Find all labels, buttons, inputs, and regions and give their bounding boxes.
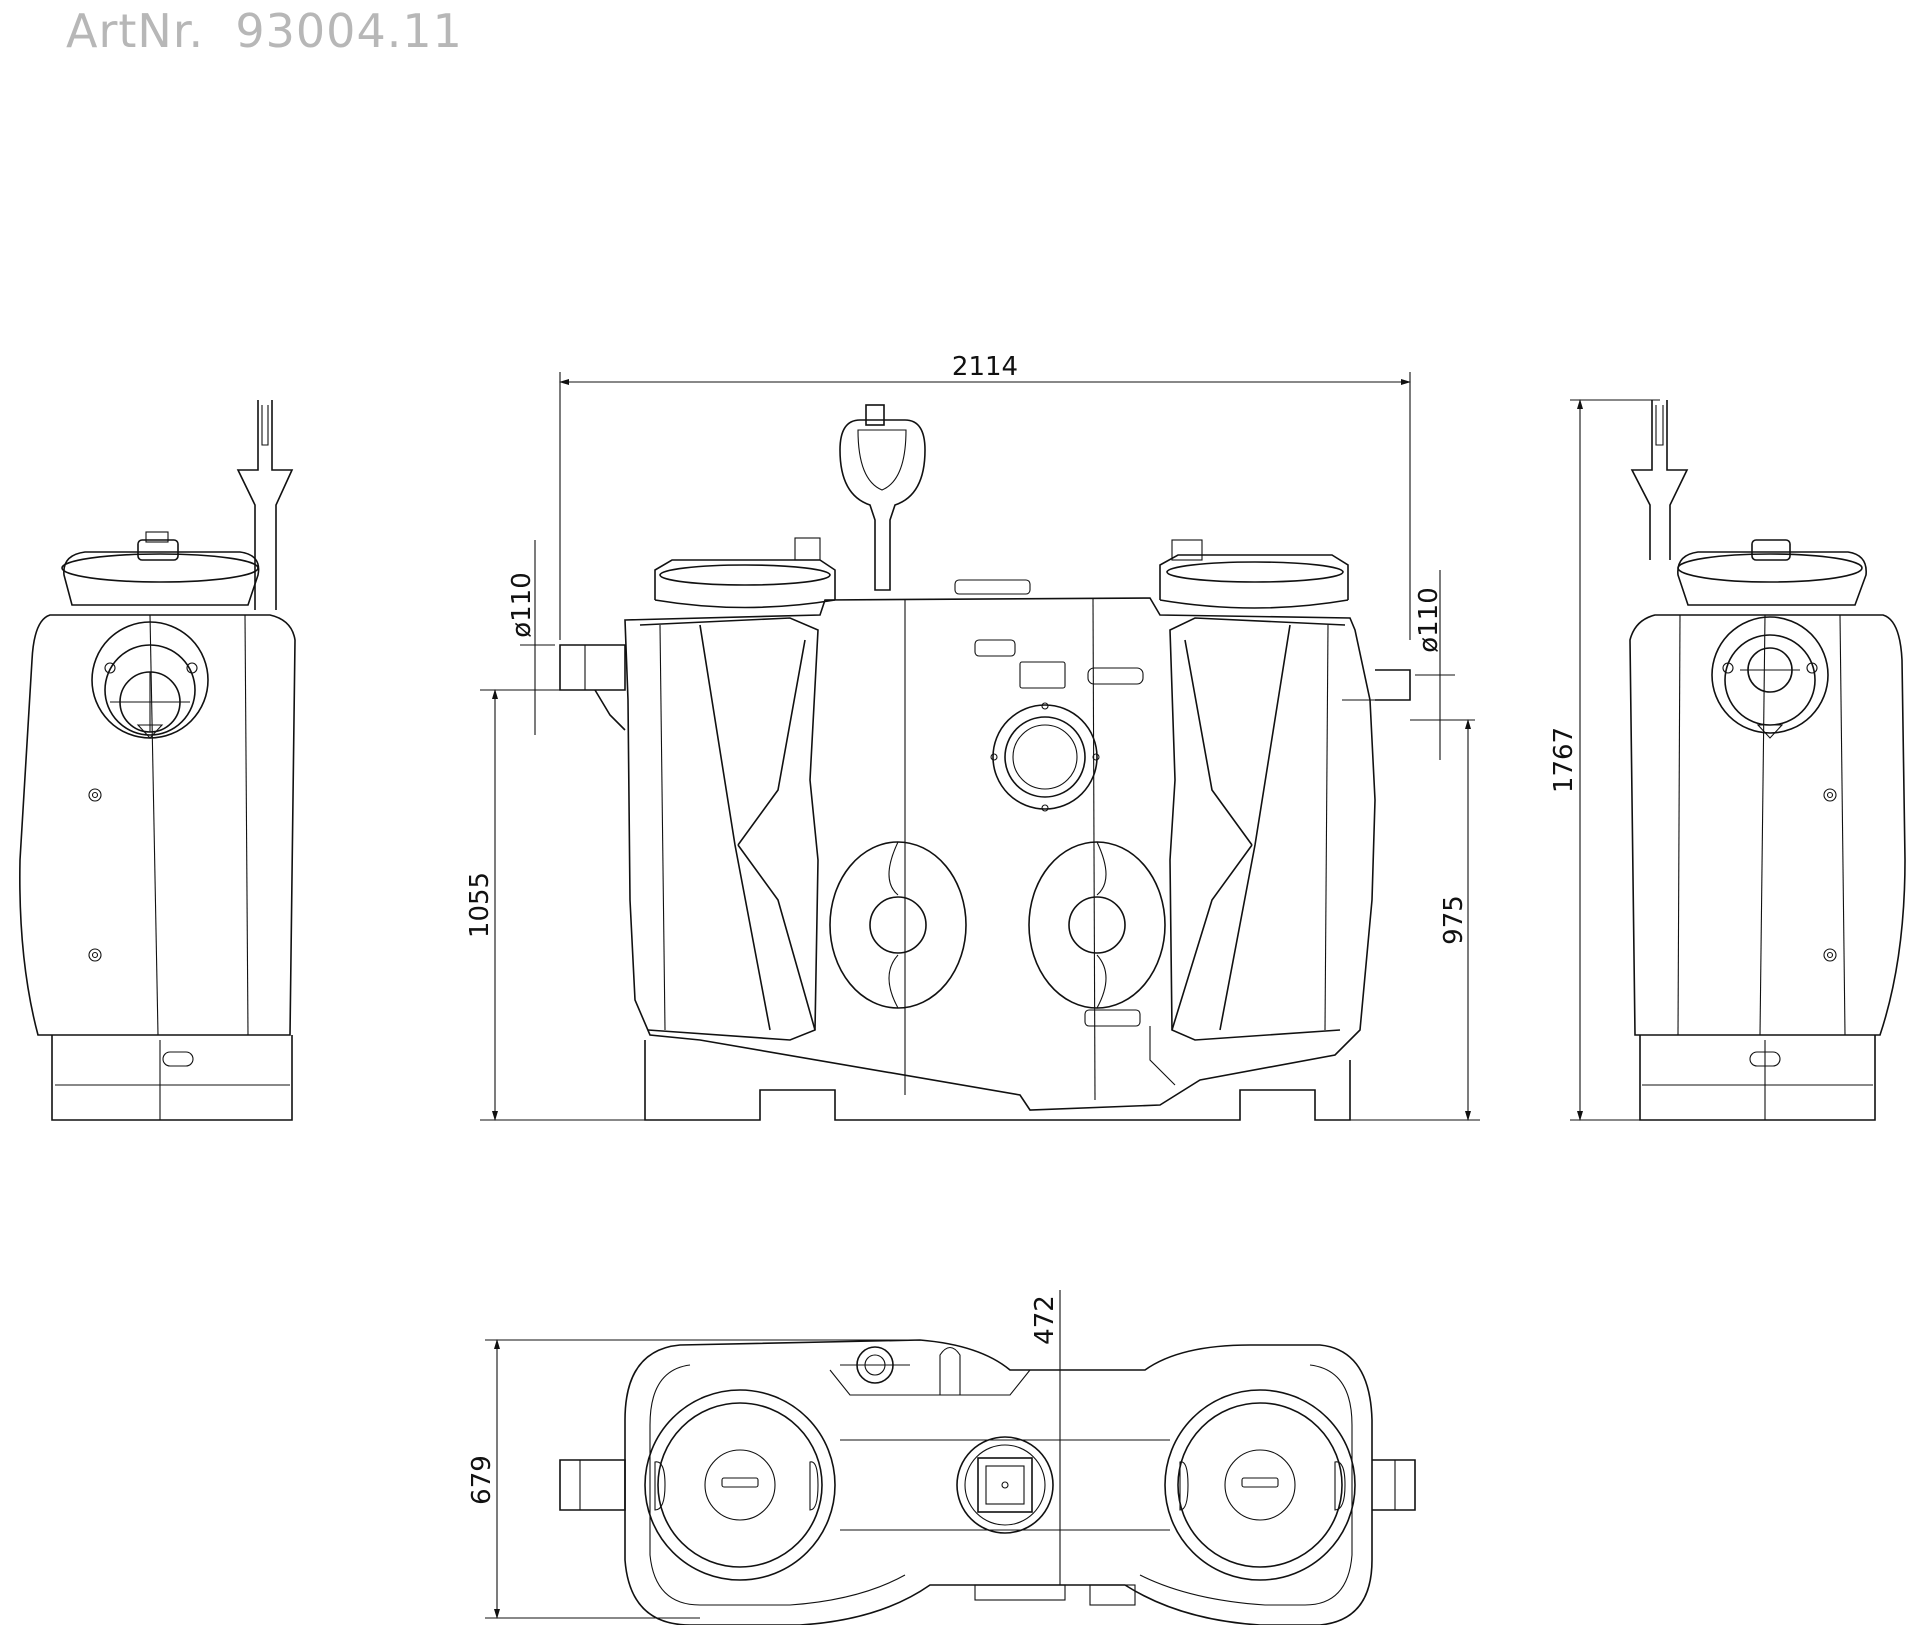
right-side-view bbox=[1629, 400, 1906, 1121]
dim-offset-top: 472 bbox=[1030, 1295, 1060, 1345]
dim-inlet-height: 1055 bbox=[465, 872, 495, 938]
dim-pipe-right: ø110 bbox=[1414, 587, 1444, 653]
dim-pipe-left: ø110 bbox=[507, 572, 537, 638]
top-view bbox=[559, 1339, 1416, 1625]
dimensions: 2114 ø110 1055 ø110 975 1767 472 bbox=[465, 352, 1660, 1619]
left-side-view bbox=[19, 400, 296, 1121]
dim-overall-length: 2114 bbox=[952, 352, 1018, 382]
article-number-label: ArtNr. 93004.11 bbox=[66, 4, 463, 58]
dim-total-height: 1767 bbox=[1549, 727, 1579, 793]
dim-overall-width: 679 bbox=[467, 1455, 497, 1505]
dim-outlet-height: 975 bbox=[1439, 895, 1469, 945]
front-view bbox=[559, 404, 1411, 1121]
